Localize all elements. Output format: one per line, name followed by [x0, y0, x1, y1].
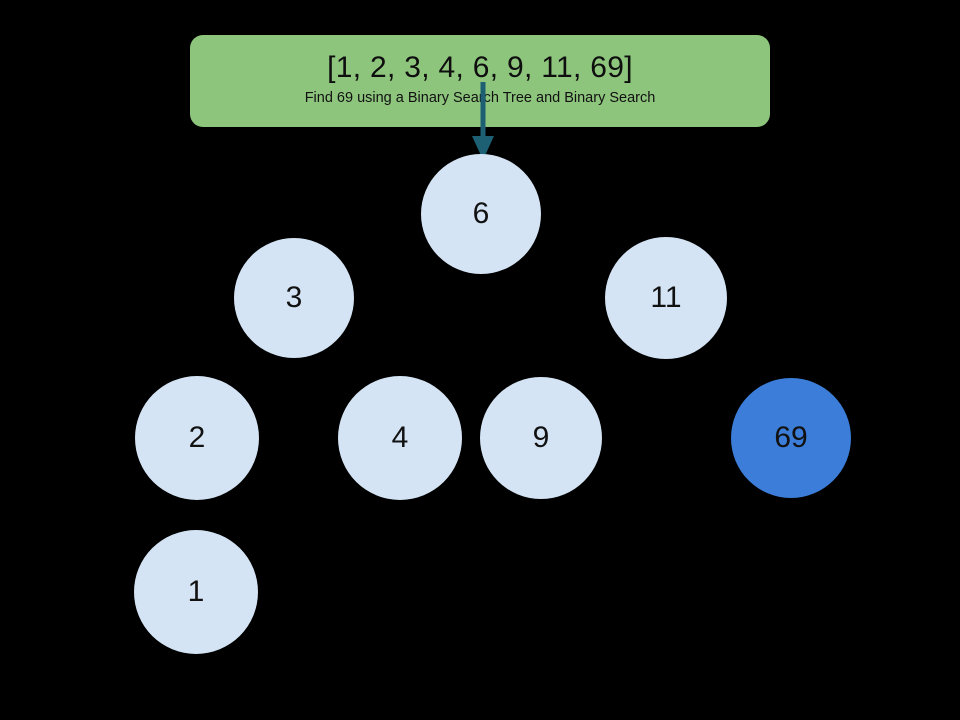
tree-node-label: 69	[774, 421, 808, 454]
task-subtitle: Find 69 using a Binary Search Tree and B…	[304, 90, 656, 106]
tree-node-11[interactable]: 11	[605, 237, 727, 359]
tree-node-label: 4	[391, 421, 409, 454]
tree-node-9[interactable]: 9	[480, 377, 602, 499]
tree-node-label: 11	[650, 281, 682, 314]
tree-node-label: 6	[472, 197, 490, 230]
header-banner: [1, 2, 3, 4, 6, 9, 11, 69] Find 69 using…	[190, 35, 770, 127]
tree-node-1[interactable]: 1	[134, 530, 258, 654]
tree-node-label: 9	[532, 421, 550, 454]
tree-node-6[interactable]: 6	[421, 154, 541, 274]
array-title: [1, 2, 3, 4, 6, 9, 11, 69]	[327, 51, 633, 84]
tree-node-69[interactable]: 69	[731, 378, 851, 498]
tree-node-label: 1	[187, 575, 205, 608]
tree-node-2[interactable]: 2	[135, 376, 259, 500]
tree-node-label: 3	[285, 281, 303, 314]
tree-node-4[interactable]: 4	[338, 376, 462, 500]
tree-node-label: 2	[188, 421, 206, 454]
tree-node-3[interactable]: 3	[234, 238, 354, 358]
